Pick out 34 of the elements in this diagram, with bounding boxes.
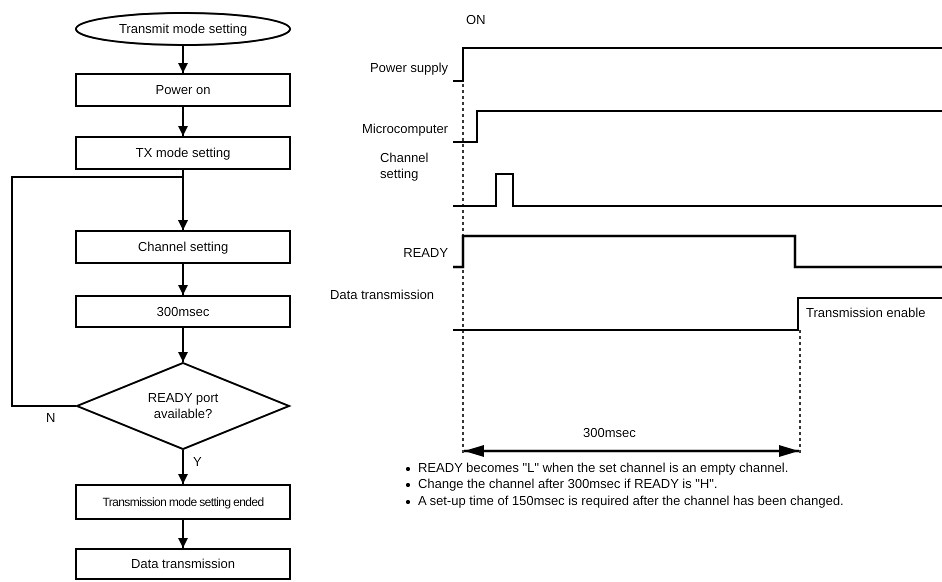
note-text: Change the channel after 300msec if READY is "H".: [404, 476, 940, 492]
start-terminal: [75, 12, 291, 46]
flow-arrow: [178, 46, 188, 73]
flow-arrow: [11, 176, 188, 407]
note-text: READY becomes "L" when the set channel is an empty channel.: [404, 460, 940, 476]
signal-label: ON: [466, 12, 486, 28]
signal-label: Microcomputer: [361, 121, 448, 138]
flow-arrow: [178, 450, 188, 484]
node-text: Transmit mode setting: [118, 21, 248, 37]
process-box: [75, 230, 291, 264]
flow-arrow: [178, 328, 188, 362]
flow-arrow: [178, 107, 188, 136]
decision-diamond: [76, 362, 290, 450]
process-box: [75, 136, 291, 170]
signal-label: Power supply: [368, 60, 448, 76]
process-box: [75, 73, 291, 107]
signal-label: Data transmission: [330, 287, 436, 304]
process-box: [75, 295, 291, 328]
flow-arrow: [178, 520, 188, 548]
node-text: Data transmission: [130, 556, 236, 572]
process-box: [75, 484, 291, 520]
dimension-label: 300msec: [583, 425, 636, 442]
node-text: TX mode setting: [136, 145, 230, 161]
node-text: Channel setting: [138, 239, 228, 255]
signal-label: READY: [402, 245, 448, 262]
node-text: Power on: [156, 82, 210, 98]
signal-label: Channel setting: [380, 150, 430, 182]
node-text: Transmission mode setting ended: [102, 494, 264, 510]
node-text: 300msec: [156, 304, 210, 320]
note-text: A set-up time of 150msec is required after the channel has been changed.: [404, 492, 940, 509]
flow-arrow: [178, 264, 188, 295]
state-label: Transmission enable: [806, 305, 926, 322]
node-text: READY port available?: [146, 390, 220, 422]
process-box: [75, 548, 291, 580]
